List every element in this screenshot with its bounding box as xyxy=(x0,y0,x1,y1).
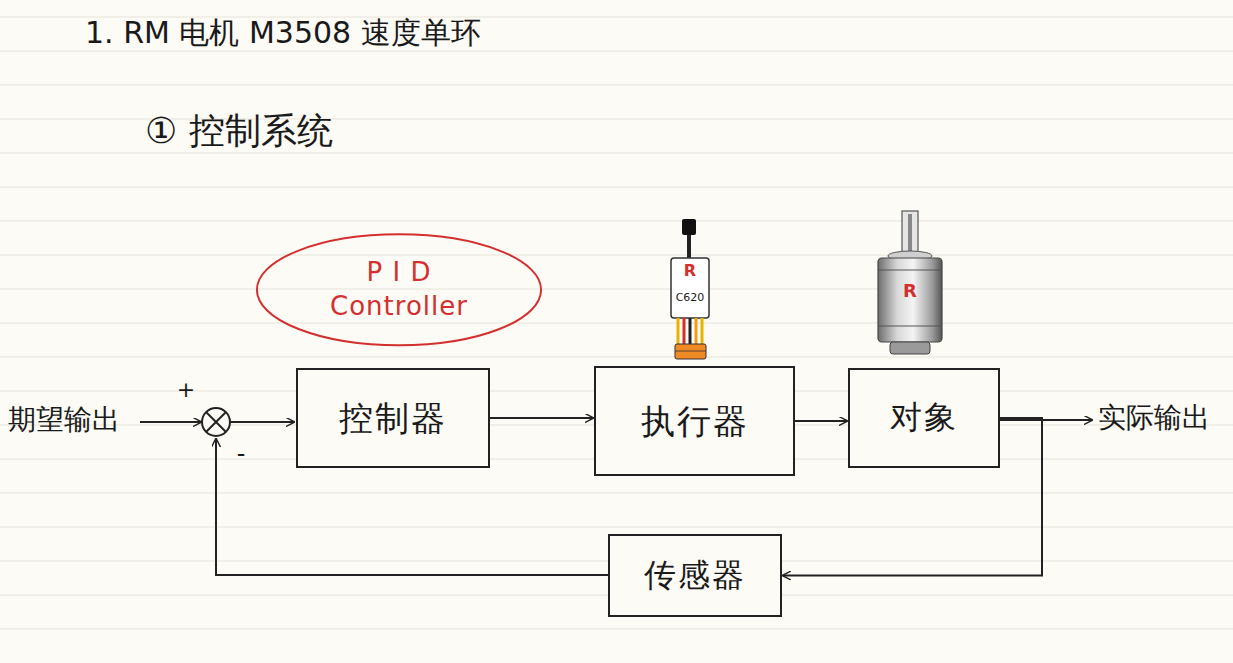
ruled-line xyxy=(0,85,1233,86)
signal-arrow xyxy=(490,417,593,419)
controller-box: 控制器 xyxy=(296,368,490,468)
error-arrow xyxy=(230,421,294,423)
node-label: 控制器 xyxy=(339,396,447,440)
ruled-line xyxy=(0,153,1233,154)
pid-callout: P I D Controller xyxy=(254,232,544,348)
ruled-line xyxy=(0,51,1233,52)
summing-junction xyxy=(202,408,230,436)
esc-model: C620 xyxy=(676,292,705,305)
ruled-line xyxy=(0,357,1233,358)
node-label: 对象 xyxy=(890,397,958,439)
node-label: 执行器 xyxy=(641,399,749,443)
ruled-line xyxy=(0,255,1233,256)
brand-logo: R xyxy=(684,262,696,280)
output-arrow xyxy=(1000,419,1092,421)
ruled-line xyxy=(0,323,1233,324)
ruled-line xyxy=(0,221,1233,222)
actuator-box: 执行器 xyxy=(594,366,795,476)
node-label: P I D Controller xyxy=(314,256,484,324)
plus-sign: + xyxy=(177,377,195,402)
brand-logo: R xyxy=(903,281,917,302)
signal-arrow xyxy=(795,420,847,422)
input-signal: 期望输出 xyxy=(8,404,120,436)
title: 1. RM 电机 M3508 速度单环 xyxy=(85,16,481,51)
ellipse-outline xyxy=(257,235,541,346)
node-label: 传感器 xyxy=(644,555,746,597)
ruled-line xyxy=(0,493,1233,494)
input-arrow xyxy=(140,421,201,423)
section-heading: ① 控制系统 xyxy=(145,110,333,151)
plant-box: 对象 xyxy=(848,368,1000,468)
ellipse-outline xyxy=(254,232,544,348)
ruled-line xyxy=(0,289,1233,290)
minus-sign: - xyxy=(237,441,246,469)
ruled-line xyxy=(0,527,1233,528)
ruled-line xyxy=(0,629,1233,630)
output-signal: 实际输出 xyxy=(1098,402,1210,434)
esc-illustration xyxy=(671,219,709,359)
motor-illustration xyxy=(878,211,942,354)
sensor-box: 传感器 xyxy=(608,534,782,617)
ruled-line xyxy=(0,187,1233,188)
